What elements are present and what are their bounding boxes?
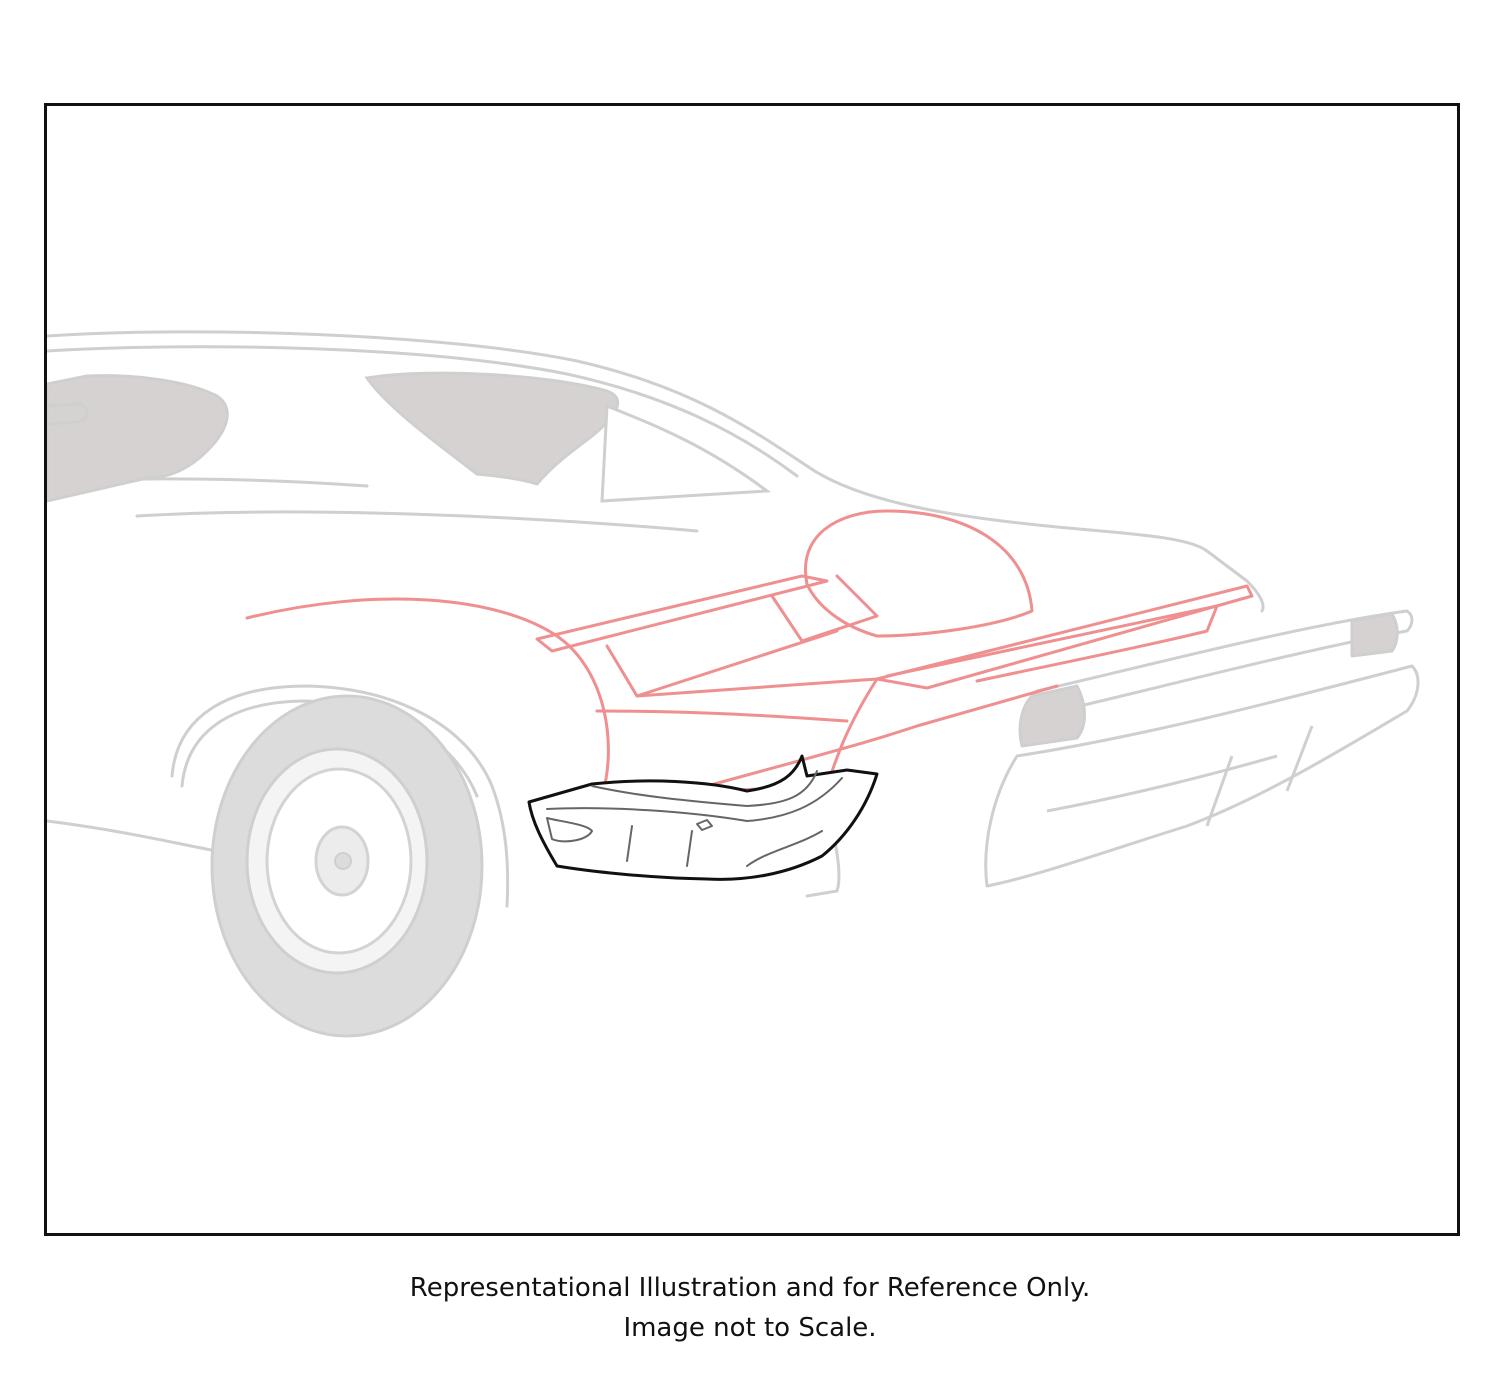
illustration-frame xyxy=(44,103,1460,1236)
part-end-curve xyxy=(746,830,823,867)
caption-line-2: Image not to Scale. xyxy=(623,1313,877,1343)
center-crossmember xyxy=(770,574,879,643)
left-side-rail xyxy=(535,574,829,653)
wheel-arch xyxy=(170,684,510,908)
door-handle-slot xyxy=(47,402,89,426)
car-rear-quarter-icon xyxy=(47,330,1420,1038)
right-side-rail xyxy=(875,584,1254,690)
part-slot xyxy=(696,819,713,831)
body-side-line xyxy=(135,510,699,533)
floor-mid-line xyxy=(595,709,849,723)
caption: Representational Illustration and for Re… xyxy=(0,1268,1500,1348)
hub-center xyxy=(334,852,352,870)
rear-bumper-icon xyxy=(984,609,1420,888)
right-rail-lower xyxy=(885,604,1219,683)
roof-line xyxy=(47,330,1265,613)
quarter-window xyxy=(364,371,620,486)
car-windows xyxy=(47,371,772,503)
car-body xyxy=(47,330,1265,908)
part-rib-2 xyxy=(686,830,693,867)
caption-line-1: Representational Illustration and for Re… xyxy=(409,1273,1091,1303)
trunk-floor-extension-details xyxy=(546,770,843,867)
part-flange xyxy=(591,770,818,807)
trunk-floor-extension-icon xyxy=(527,754,879,881)
lower-rocker xyxy=(47,819,219,853)
bumper-bar xyxy=(1018,684,1086,748)
quarter-panel-curve xyxy=(245,597,610,798)
valance xyxy=(984,664,1420,888)
spare-tire-well xyxy=(804,509,1034,638)
bumper-bar-right xyxy=(1350,612,1399,658)
valance-rib-1 xyxy=(1205,755,1234,827)
rear-wheel-icon xyxy=(210,694,484,1038)
rear-side-window xyxy=(47,374,229,503)
floor-rear-edge xyxy=(635,677,879,698)
valance-line xyxy=(1046,754,1278,813)
part-outline xyxy=(527,754,879,881)
rear-window xyxy=(600,403,772,503)
part-inner-rim xyxy=(546,777,843,822)
valance-rib-2 xyxy=(1285,725,1314,792)
part-pocket xyxy=(546,817,593,843)
bumper-top xyxy=(1035,609,1414,718)
part-rib-1 xyxy=(626,825,633,862)
quarter-panel-upper xyxy=(47,345,799,478)
